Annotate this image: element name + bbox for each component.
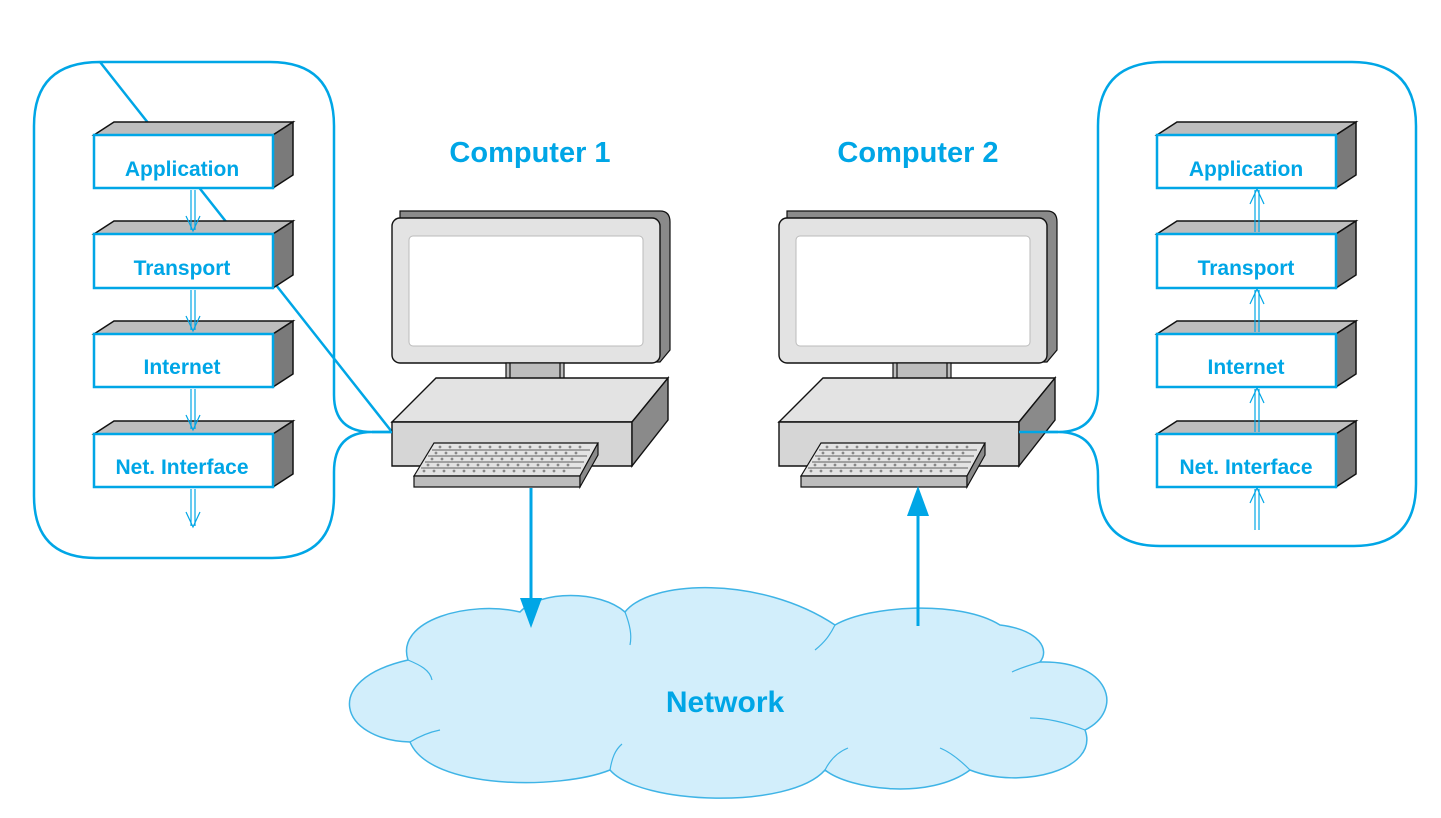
- left-down-arrows: [185, 190, 201, 529]
- computer2-protocol-stack: Application Transport Internet Net. Inte…: [1154, 120, 1359, 530]
- left-layer-net-interface: Net. Interface: [91, 419, 296, 489]
- network-label: Network: [666, 686, 785, 719]
- left-layer-transport: Transport: [91, 219, 296, 290]
- right-up-arrows: [1249, 187, 1265, 530]
- left-layer-internet-label: Internet: [143, 356, 220, 379]
- left-layer-net-interface-label: Net. Interface: [115, 456, 248, 479]
- right-layer-net-interface: Net. Interface: [1154, 419, 1359, 489]
- computer1-title: Computer 1: [449, 137, 610, 169]
- left-layer-internet: Internet: [91, 319, 296, 389]
- computer2-keyboard-keys: [809, 445, 969, 473]
- right-layer-application: Application: [1154, 120, 1359, 190]
- computer2-title: Computer 2: [837, 137, 998, 169]
- network-send-arrow: [520, 488, 542, 628]
- right-layer-internet-label: Internet: [1207, 356, 1284, 379]
- right-layer-net-interface-label: Net. Interface: [1179, 456, 1312, 479]
- right-layer-transport-label: Transport: [1198, 257, 1295, 280]
- computer1-icon: [390, 210, 671, 490]
- left-layer-transport-label: Transport: [134, 257, 231, 280]
- right-layer-application-label: Application: [1189, 158, 1303, 181]
- network-cloud-icon: Network: [348, 587, 1108, 799]
- computer1-protocol-stack: Application Transport Internet Net. Inte…: [91, 120, 296, 529]
- right-layer-internet: Internet: [1154, 319, 1359, 389]
- left-layer-application: Application: [91, 120, 296, 190]
- right-stack-enclosure: [1030, 60, 1418, 548]
- right-layer-transport: Transport: [1154, 219, 1359, 290]
- computer2-icon: [777, 210, 1058, 490]
- network-receive-arrow: [907, 486, 929, 626]
- left-stack-enclosure: [32, 60, 395, 560]
- computer1-keyboard-keys: [422, 445, 582, 473]
- left-layer-application-label: Application: [125, 158, 239, 181]
